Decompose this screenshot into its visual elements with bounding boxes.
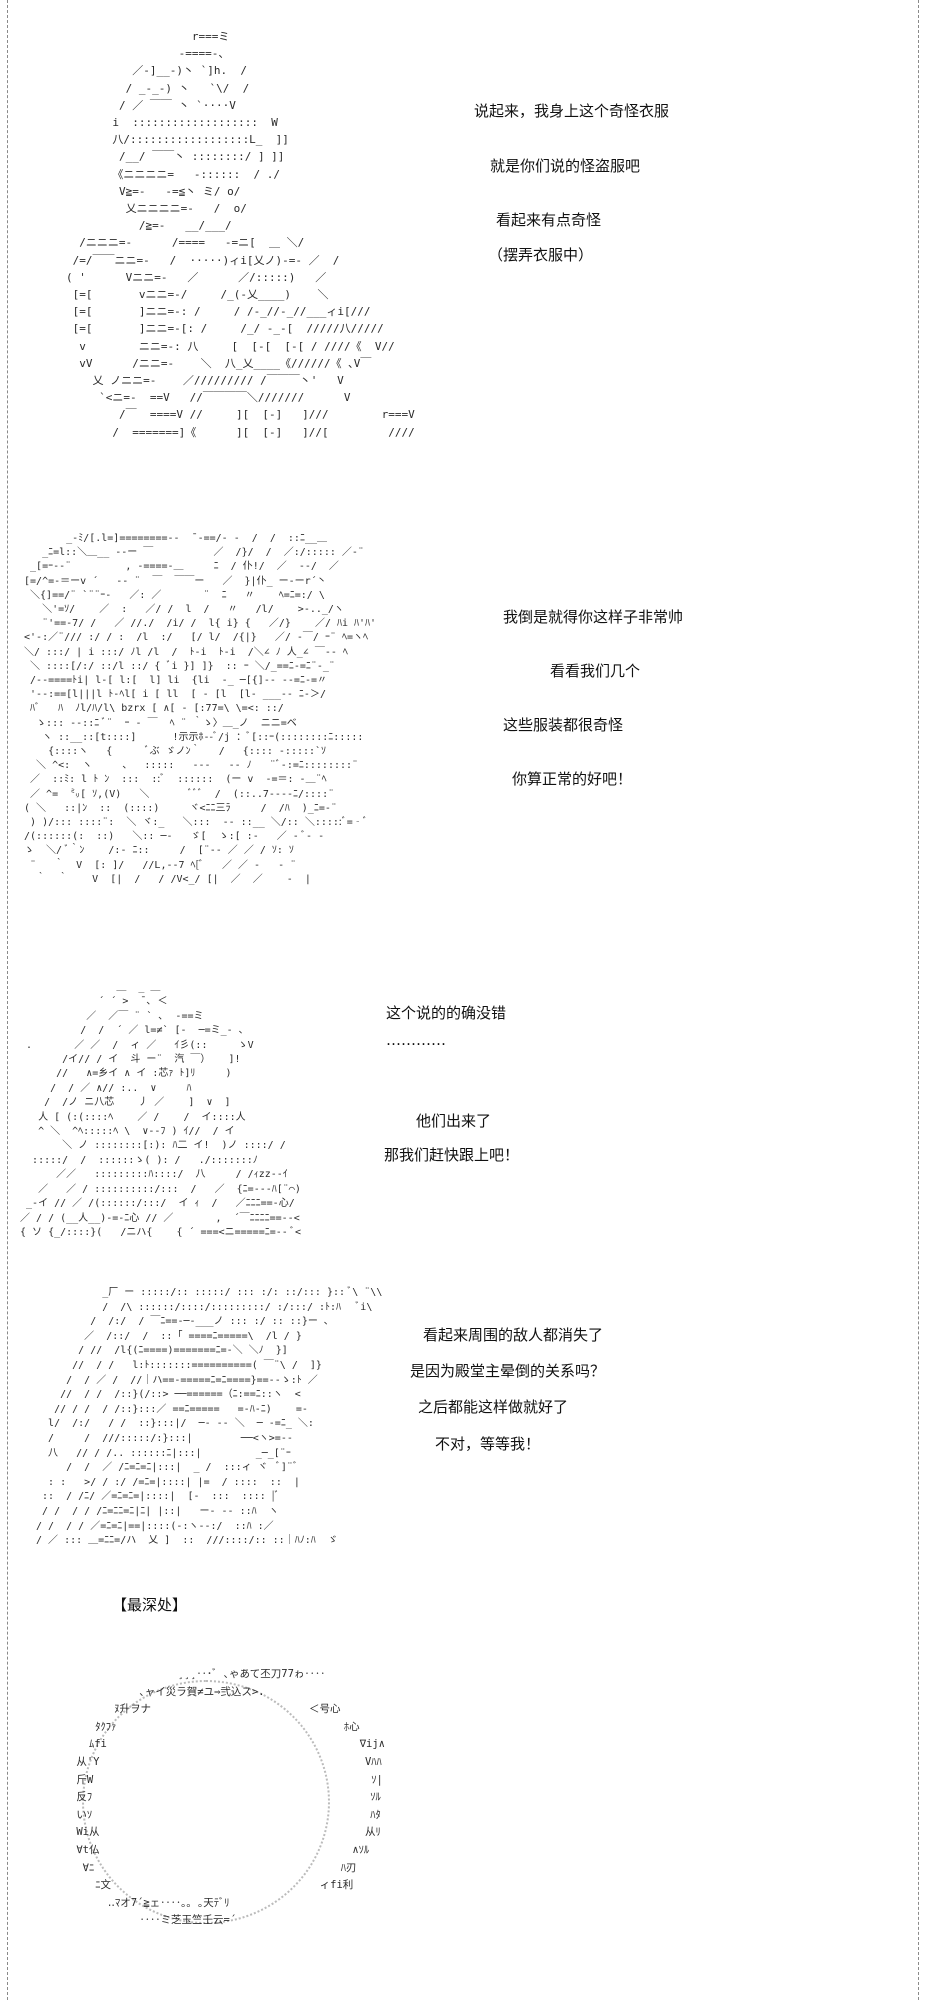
- dialogue-line: …………: [386, 1031, 446, 1049]
- ring-ascii-art: ¸¸¸‥･ﾞ ､ゃあて丕刀77ゎ‥‥ ､ャイ災ラ賀≠ユ⇒弐込ス>. ﾇ升ヲナ ＜…: [76, 1668, 386, 1927]
- dialogue-line: （摆弄衣服中）: [488, 246, 594, 264]
- dialogue-line: 你算正常的好吧！: [512, 770, 633, 788]
- section-heading: 【最深处】: [112, 1596, 188, 1614]
- panel-4: _厂 ー :::::/:: :::::/ ::: :/: ::/::: }:: …: [0, 1280, 934, 1546]
- dialogue-line: 这个说的的确没错: [386, 1004, 507, 1022]
- ring-outline: [82, 1680, 330, 1924]
- ascii-art-character-1: r===ミ -====-、 ／-]__-)丶 `]h. / / _-_-) 丶 …: [66, 30, 415, 439]
- dialogue-line: 说起来，我身上这个奇怪衣服: [474, 102, 670, 120]
- right-dashed-border: [918, 0, 919, 2000]
- dialogue-line: 看起来周围的敌人都消失了: [423, 1326, 604, 1344]
- dialogue-line: 我倒是就得你这样子非常帅: [503, 608, 684, 626]
- ring-of-text: ¸¸¸‥･ﾞ ､ゃあて丕刀77ゎ‥‥ ､ャイ災ラ賀≠ユ⇒弐込ス>. ﾇ升ヲナ ＜…: [60, 1660, 385, 1940]
- ascii-art-group: _-ﾐ/[.l=]========-‐ ̄ ‐==/- - / / ::ﾆ__＿…: [24, 533, 377, 885]
- dialogue-line: 这些服装都很奇怪: [503, 716, 624, 734]
- ascii-art-character-4: _厂 ー :::::/:: :::::/ ::: :/: ::/::: }:: …: [36, 1287, 383, 1547]
- panel-3: ＿ _ ＿ ´ ´ > ̄ ､ ＜ ／ ／￣ ¨ ` ､ -==ミ / / ´ …: [0, 975, 934, 1265]
- dialogue-line: 之后都能这样做就好了: [418, 1398, 569, 1416]
- dialogue-line: 看起来有点奇怪: [496, 211, 602, 229]
- dialogue-line: 是因为殿堂主晕倒的关系吗？: [410, 1362, 606, 1380]
- dialogue-line: 看看我们几个: [550, 662, 641, 680]
- dialogue-line: 他们出来了: [416, 1112, 492, 1130]
- panel-2: _-ﾐ/[.l=]========-‐ ̄ ‐==/- - / / ::ﾆ__＿…: [0, 520, 934, 920]
- dialogue-line: 就是你们说的怪盗服吧: [490, 157, 641, 175]
- left-dashed-border: [7, 0, 8, 2000]
- dialogue-line: 那我们赶快跟上吧！: [384, 1146, 520, 1164]
- ascii-art-character-3: ＿ _ ＿ ´ ´ > ̄ ､ ＜ ／ ／￣ ¨ ` ､ -==ミ / / ´ …: [20, 982, 302, 1238]
- panel-1: r===ミ -====-、 ／-]__-)丶 `]h. / / _-_-) 丶 …: [0, 0, 934, 470]
- dialogue-line: 不对，等等我！: [435, 1435, 541, 1453]
